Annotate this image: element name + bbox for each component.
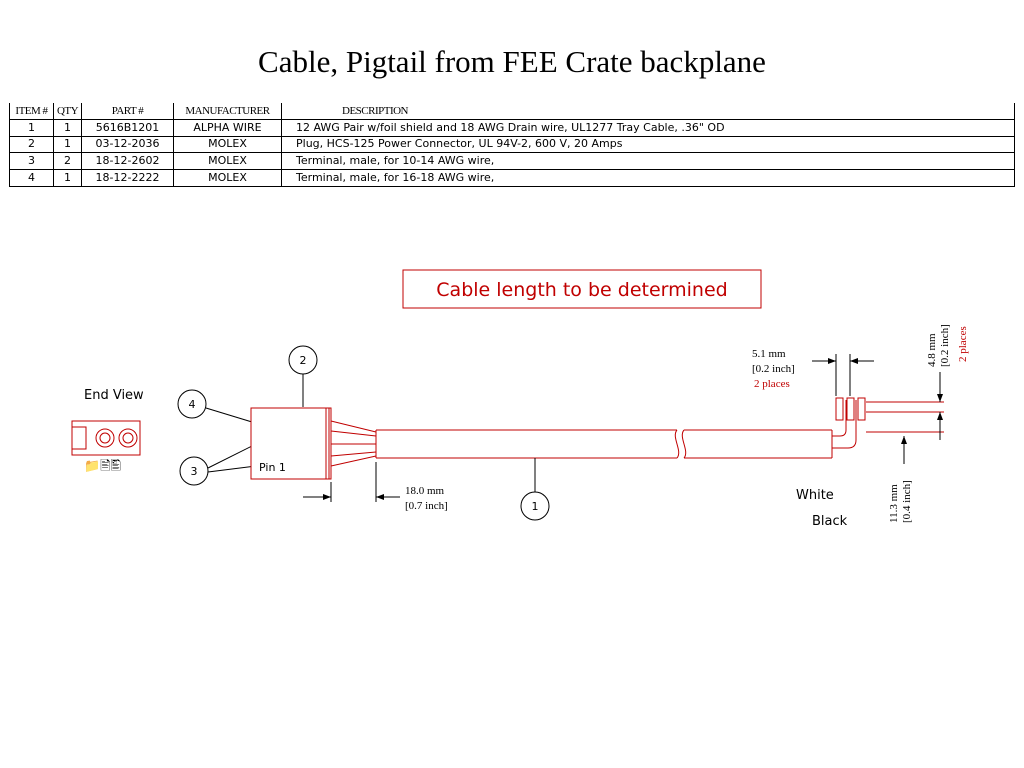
- strip-dim-places: 2 places: [754, 378, 790, 390]
- connector-end-view: End View 📁🖹🖺: [71, 388, 144, 474]
- strip-dim-mm: 5.1 mm: [752, 348, 786, 360]
- strip-dim-inch: [0.2 inch]: [752, 363, 795, 375]
- bom-cell-part: 18-12-2222: [81, 169, 174, 187]
- callout-1: 1: [520, 458, 550, 521]
- conductor-dim-mm: 4.8 mm: [926, 333, 938, 367]
- callout-2: 2: [288, 345, 318, 407]
- bom-header-item: ITEM #: [9, 103, 54, 120]
- callout-3-number: 3: [191, 465, 198, 478]
- boot-length-dimension: 18.0 mm [0.7 inch]: [303, 462, 448, 512]
- callout-4: 4: [177, 389, 253, 423]
- bom-cell-manufacturer: ALPHA WIRE: [173, 119, 282, 137]
- bom-cell-part: 03-12-2036: [81, 136, 174, 154]
- bom-header-row: ITEM # QTY PART # MANUFACTURER DESCRIPTI…: [9, 103, 1015, 120]
- end-view-label: End View: [84, 388, 144, 403]
- bill-of-materials-table: ITEM # QTY PART # MANUFACTURER DESCRIPTI…: [9, 103, 1015, 187]
- pin-1-label: Pin 1: [259, 461, 286, 474]
- callout-4-number: 4: [189, 398, 196, 411]
- conductor-dim-places: 2 places: [957, 326, 969, 362]
- boot-dim-inch: [0.7 inch]: [405, 500, 448, 512]
- lead-dim-inch: [0.4 inch]: [901, 480, 913, 523]
- table-row: 2 1 03-12-2036 MOLEX Plug, HCS-125 Power…: [9, 136, 1015, 154]
- connector-body: Pin 1: [250, 407, 377, 480]
- end-view-symbols: 📁🖹🖺: [84, 459, 121, 474]
- cable-length-note: Cable length to be determined: [402, 269, 762, 309]
- terminal-ends: [832, 397, 944, 449]
- cable-length-note-text: Cable length to be determined: [436, 279, 727, 301]
- bom-cell-description: 12 AWG Pair w/foil shield and 18 AWG Dra…: [281, 119, 1015, 137]
- page-title: Cable, Pigtail from FEE Crate backplane: [258, 44, 766, 79]
- wire-black-label: Black: [812, 514, 848, 529]
- bom-header-part: PART #: [81, 103, 174, 120]
- table-row: 1 1 5616B1201 ALPHA WIRE 12 AWG Pair w/f…: [9, 119, 1015, 137]
- conductor-spacing-dimension: 4.8 mm [0.2 inch] 2 places: [926, 324, 969, 440]
- table-row: 3 2 18-12-2602 MOLEX Terminal, male, for…: [9, 152, 1015, 171]
- lead-length-dimension: 11.3 mm [0.4 inch]: [888, 436, 913, 523]
- wire-white-label: White: [796, 488, 834, 503]
- bom-cell-description: Terminal, male, for 10-14 AWG wire,: [281, 152, 1015, 171]
- conductor-dim-inch: [0.2 inch]: [939, 324, 951, 367]
- strip-length-dimension: 5.1 mm [0.2 inch] 2 places: [752, 348, 874, 396]
- boot-dim-mm: 18.0 mm: [405, 485, 445, 497]
- table-row: 4 1 18-12-2222 MOLEX Terminal, male, for…: [9, 169, 1015, 187]
- bom-header-description: DESCRIPTION: [281, 103, 1015, 120]
- bom-cell-part: 5616B1201: [81, 119, 174, 137]
- callout-3: 3: [179, 441, 261, 486]
- bom-cell-manufacturer: MOLEX: [173, 169, 282, 187]
- bom-cell-description: Plug, HCS-125 Power Connector, UL 94V-2,…: [281, 136, 1015, 154]
- bom-header-qty: QTY: [53, 103, 82, 120]
- callout-2-number: 2: [300, 354, 307, 367]
- lead-dim-mm: 11.3 mm: [888, 484, 900, 523]
- cable-body: [375, 429, 833, 459]
- bom-cell-manufacturer: MOLEX: [173, 136, 282, 154]
- callout-1-number: 1: [532, 500, 539, 513]
- bom-cell-description: Terminal, male, for 16-18 AWG wire,: [281, 169, 1015, 187]
